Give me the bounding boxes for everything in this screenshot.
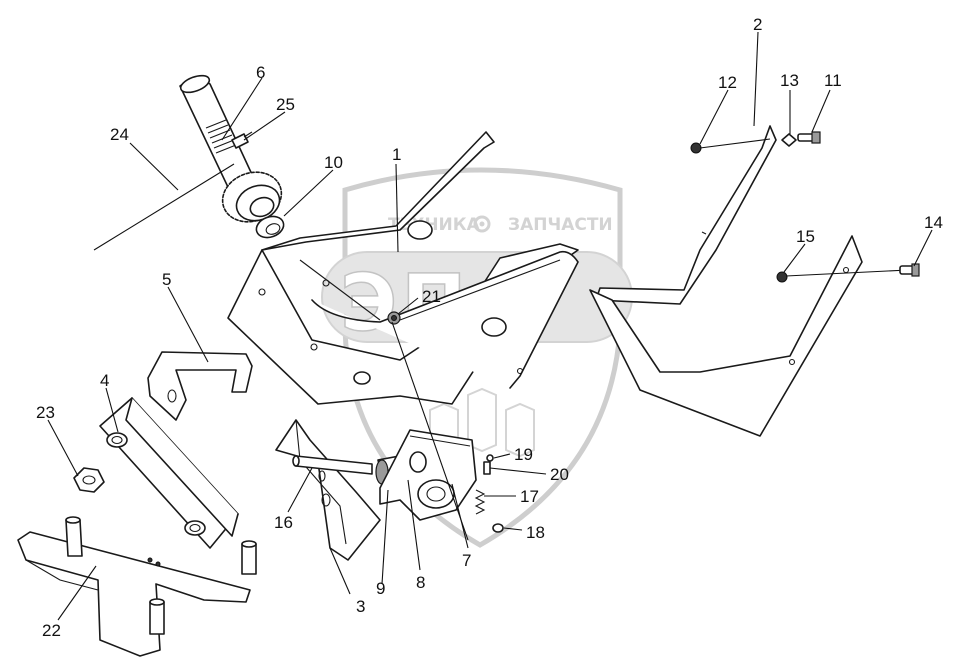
part-12-bolt: [690, 138, 771, 154]
callout-12: 12: [718, 73, 737, 92]
part-gear: [221, 171, 283, 223]
callout-11: 11: [824, 71, 842, 90]
callout-17: 17: [520, 487, 539, 506]
callout-15: 15: [796, 227, 815, 246]
callout-23: 23: [36, 403, 55, 422]
part-10-bushing: [255, 215, 285, 239]
callout-19: 19: [514, 445, 533, 464]
callout-13: 13: [780, 71, 799, 90]
part-3-channel: [275, 419, 381, 561]
part-7-housing: [379, 429, 477, 521]
part-right-plate: [589, 235, 863, 437]
callout-9: 9: [376, 579, 385, 598]
part-14-bolt: [899, 263, 920, 277]
callout-1: 1: [392, 145, 401, 164]
callout-6: 6: [256, 63, 265, 82]
callout-7: 7: [462, 551, 471, 570]
callout-3: 3: [356, 597, 365, 616]
callout-8: 8: [416, 573, 425, 592]
callout-24: 24: [110, 125, 129, 144]
callout-5: 5: [162, 270, 171, 289]
part-16-pin: [292, 455, 373, 475]
watermark-right-word: ЗАПЧАСТИ: [508, 215, 613, 235]
callout-10: 10: [324, 153, 343, 172]
callout-14: 14: [924, 213, 943, 232]
part-13-washer: [781, 133, 797, 147]
callout-21: 21: [422, 287, 441, 306]
callout-18: 18: [526, 523, 545, 542]
part-21-bolt: [387, 311, 401, 325]
part-4-plate: [99, 397, 239, 549]
gear-icon: [473, 215, 491, 233]
part-22-frame: [17, 516, 257, 657]
part-23-nut: [73, 467, 105, 493]
part-17-spring: [474, 489, 486, 515]
callout-20: 20: [550, 465, 569, 484]
part-19-ball: [486, 454, 494, 462]
callout-4: 4: [100, 371, 109, 390]
callout-22: 22: [42, 621, 61, 640]
part-5-hook: [147, 351, 253, 421]
leader-lines: [47, 31, 933, 621]
part-20-bolt: [483, 461, 491, 475]
part-25-fitting: [231, 131, 253, 149]
part-11-bolt: [797, 131, 821, 144]
part-15-bolt: [776, 269, 909, 283]
part-1-bracket: [227, 131, 579, 405]
callout-16: 16: [274, 513, 293, 532]
callout-25: 25: [276, 95, 295, 114]
callout-2: 2: [753, 15, 762, 34]
part-18-cap: [492, 523, 504, 533]
callout-labels: 1 2 3 4 5 6 7 8 9 10 11 12 13 14 15 16 1…: [36, 15, 943, 640]
